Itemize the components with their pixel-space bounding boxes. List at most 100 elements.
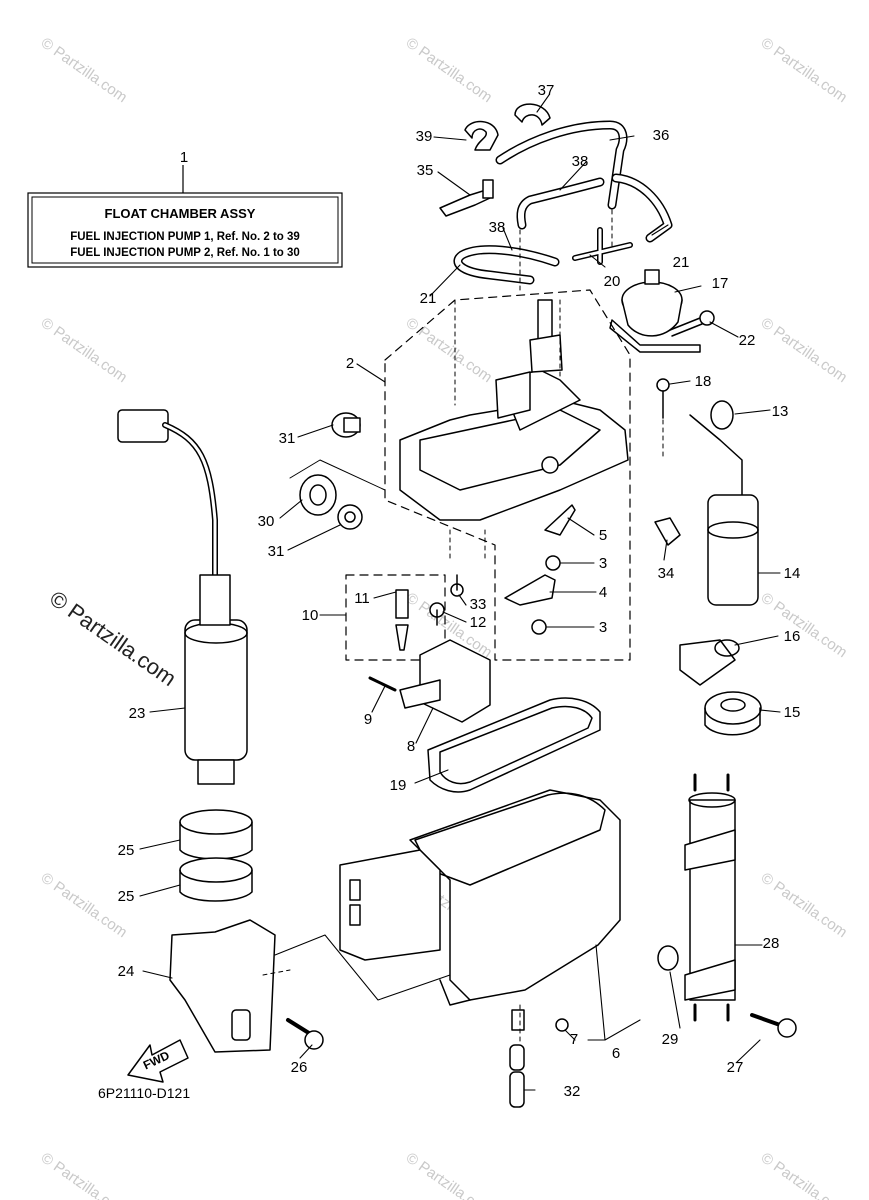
callout-7: 7 (570, 1031, 578, 1048)
callout-22: 22 (739, 332, 756, 349)
callout-38: 38 (572, 153, 589, 170)
ring-25-lower (179, 857, 253, 902)
callout-labels: 1 2 3 3 4 5 6 7 8 9 10 11 12 13 14 15 16… (118, 82, 801, 1100)
callout-17: 17 (712, 275, 729, 292)
watermark: © Partzilla.com (403, 34, 496, 106)
sensor-34 (654, 517, 681, 546)
callout-13: 13 (772, 403, 789, 420)
clamp-37 (514, 103, 551, 126)
callout-9: 9 (364, 711, 372, 728)
callout-1: 1 (180, 149, 188, 166)
callout-36: 36 (653, 127, 670, 144)
bolt-27 (750, 1013, 797, 1038)
hose-32 (509, 1044, 525, 1108)
bolt-22 (669, 310, 715, 337)
holder-16 (679, 639, 740, 686)
callout-34: 34 (658, 565, 675, 582)
callout-25: 25 (118, 842, 135, 859)
watermark: © Partzilla.com (758, 589, 851, 661)
callout-30: 30 (258, 513, 275, 530)
plate-5 (544, 504, 576, 536)
screw-3-upper (545, 555, 561, 571)
fwd-arrow-icon (127, 1039, 189, 1083)
callout-4: 4 (599, 584, 607, 601)
callout-27: 27 (727, 1059, 744, 1076)
info-box-line-1: FUEL INJECTION PUMP 1, Ref. No. 2 to 39 (70, 231, 300, 243)
callout-2: 2 (346, 355, 354, 372)
float-chamber-body (339, 789, 621, 1031)
float-chamber-cover (399, 299, 629, 521)
callout-28: 28 (763, 935, 780, 952)
callout-35: 35 (417, 162, 434, 179)
callout-31: 31 (279, 430, 296, 447)
callout-24: 24 (118, 963, 135, 980)
watermark: © Partzilla.com (758, 314, 851, 386)
callout-23: 23 (129, 705, 146, 722)
callout-15: 15 (784, 704, 801, 721)
ring-25-upper (179, 809, 253, 860)
guide-line (274, 934, 451, 1001)
callout-39: 39 (416, 128, 433, 145)
screw-33 (450, 574, 464, 597)
callout-6: 6 (612, 1045, 620, 1062)
gasket-19 (427, 697, 601, 793)
callout-20: 20 (604, 273, 621, 290)
grommet-31-lower (337, 504, 363, 530)
screw-18 (656, 378, 670, 419)
watermark: © Partzilla.com (38, 1149, 131, 1200)
fuel-pump-23 (117, 409, 248, 785)
watermark: © Partzilla.com (758, 869, 851, 941)
watermark: © Partzilla.com (38, 869, 131, 941)
grommet-31-upper (331, 412, 361, 438)
connector-lines (262, 209, 664, 1046)
bolt-26 (286, 1018, 324, 1050)
callout-18: 18 (695, 373, 712, 390)
info-box: FLOAT CHAMBER ASSY FUEL INJECTION PUMP 1… (27, 165, 343, 268)
float-8 (399, 639, 491, 723)
watermark: © Partzilla.com (758, 34, 851, 106)
screw-7 (555, 1018, 569, 1032)
leader-lines (139, 94, 781, 1091)
needle-valve-10 (395, 589, 409, 651)
callout-26: 26 (291, 1059, 308, 1076)
screw-3-lower (531, 619, 547, 635)
bracket-4 (504, 574, 556, 606)
grommet-30 (299, 474, 337, 516)
callout-19: 19 (390, 777, 407, 794)
callout-5: 5 (599, 527, 607, 544)
clamp-39 (464, 120, 499, 151)
watermark: © Partzilla.com (38, 34, 131, 106)
screw-12 (429, 602, 445, 626)
callout-25: 25 (118, 888, 135, 905)
guide-line (289, 459, 386, 491)
diagram-code: 6P21110-D121 (98, 1085, 190, 1101)
info-box-title: FLOAT CHAMBER ASSY (105, 206, 256, 221)
callout-16: 16 (784, 628, 801, 645)
callout-10: 10 (302, 607, 319, 624)
callout-3: 3 (599, 555, 607, 572)
watermark-large: © Partzilla.com (45, 586, 181, 692)
callout-38: 38 (489, 219, 506, 236)
pressure-regulator-17 (609, 269, 701, 353)
callout-32: 32 (564, 1083, 581, 1100)
bracket-24 (169, 919, 276, 1053)
t-joint-20 (572, 227, 633, 265)
callout-37: 37 (538, 82, 555, 99)
watermark: © Partzilla.com (758, 1149, 851, 1200)
callout-11: 11 (354, 590, 370, 607)
joint-35 (439, 179, 494, 217)
callout-31: 31 (268, 543, 285, 560)
callout-33: 33 (470, 596, 487, 613)
info-box-line-2: FUEL INJECTION PUMP 2, Ref. No. 1 to 30 (70, 247, 300, 259)
callout-14: 14 (784, 565, 801, 582)
callout-29: 29 (662, 1031, 679, 1048)
damper-15 (704, 691, 762, 736)
watermark: © Partzilla.com (403, 1149, 496, 1200)
callout-12: 12 (470, 614, 487, 631)
watermark: © Partzilla.com (38, 314, 131, 386)
pin-9 (368, 676, 397, 692)
callout-3: 3 (599, 619, 607, 636)
callout-21: 21 (673, 254, 690, 271)
hose-21-left (453, 245, 560, 285)
